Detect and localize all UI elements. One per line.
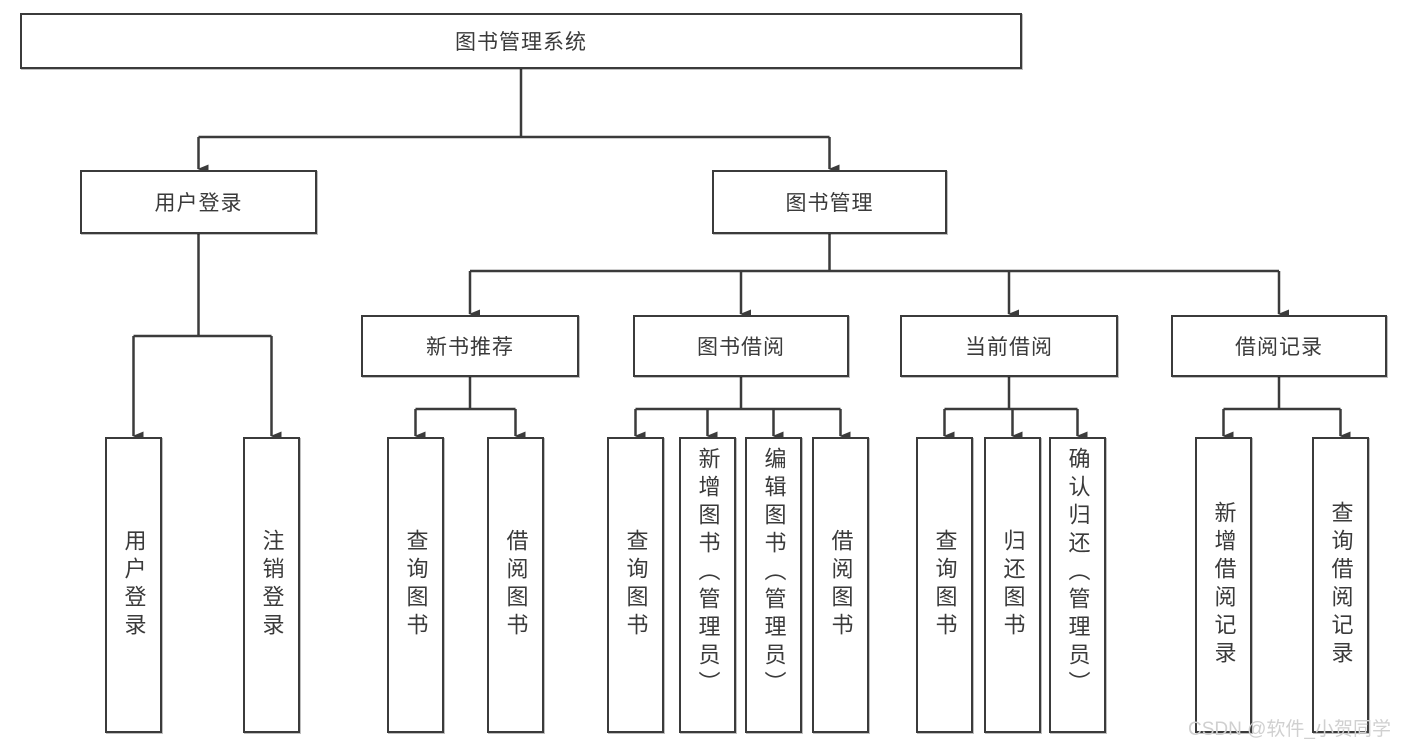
- node-l_edit[interactable]: 编辑图书（管理员）: [745, 437, 802, 733]
- node-label-borrow: 图书借阅: [697, 336, 785, 359]
- node-l_add[interactable]: 新增图书（管理员）: [679, 437, 736, 733]
- node-l_q1[interactable]: 查询图书: [387, 437, 444, 733]
- node-label-l_q2: 查询图书: [623, 529, 649, 641]
- node-label-newbook: 新书推荐: [426, 336, 514, 359]
- node-label-l_cfm: 确认归还（管理员）: [1065, 447, 1091, 699]
- node-label-l_logout: 注销登录: [259, 529, 285, 641]
- node-label-l_b1: 借阅图书: [503, 529, 529, 641]
- node-l_logout[interactable]: 注销登录: [243, 437, 300, 733]
- node-bookmgmt[interactable]: 图书管理: [712, 170, 947, 234]
- node-l_b2[interactable]: 借阅图书: [812, 437, 869, 733]
- node-l_q2[interactable]: 查询图书: [607, 437, 664, 733]
- node-label-records: 借阅记录: [1235, 336, 1323, 359]
- node-l_ret[interactable]: 归还图书: [984, 437, 1041, 733]
- node-label-bookmgmt: 图书管理: [785, 192, 874, 215]
- node-l_addrec[interactable]: 新增借阅记录: [1195, 437, 1252, 733]
- node-label-l_b2: 借阅图书: [828, 529, 854, 641]
- node-label-l_login: 用户登录: [121, 529, 147, 641]
- node-l_cfm[interactable]: 确认归还（管理员）: [1049, 437, 1106, 733]
- node-label-root: 图书管理系统: [455, 31, 587, 54]
- node-l_b1[interactable]: 借阅图书: [487, 437, 544, 733]
- node-login[interactable]: 用户登录: [80, 170, 317, 234]
- node-root[interactable]: 图书管理系统: [20, 13, 1022, 69]
- node-l_login[interactable]: 用户登录: [105, 437, 162, 733]
- node-label-l_ret: 归还图书: [1000, 529, 1026, 641]
- node-label-l_add: 新增图书（管理员）: [695, 447, 721, 699]
- node-borrow[interactable]: 图书借阅: [633, 315, 849, 377]
- node-label-l_edit: 编辑图书（管理员）: [761, 447, 787, 699]
- csdn-watermark: CSDN @软件_小贺同学: [1188, 719, 1391, 740]
- node-label-login: 用户登录: [154, 192, 243, 215]
- node-l_qrec[interactable]: 查询借阅记录: [1312, 437, 1369, 733]
- node-label-l_addrec: 新增借阅记录: [1211, 501, 1237, 669]
- node-label-l_q1: 查询图书: [403, 529, 429, 641]
- node-newbook[interactable]: 新书推荐: [361, 315, 579, 377]
- node-label-l_qrec: 查询借阅记录: [1328, 501, 1354, 669]
- node-label-current: 当前借阅: [965, 336, 1053, 359]
- node-current[interactable]: 当前借阅: [900, 315, 1118, 377]
- node-label-l_q3: 查询图书: [932, 529, 958, 641]
- node-records[interactable]: 借阅记录: [1171, 315, 1387, 377]
- node-l_q3[interactable]: 查询图书: [916, 437, 973, 733]
